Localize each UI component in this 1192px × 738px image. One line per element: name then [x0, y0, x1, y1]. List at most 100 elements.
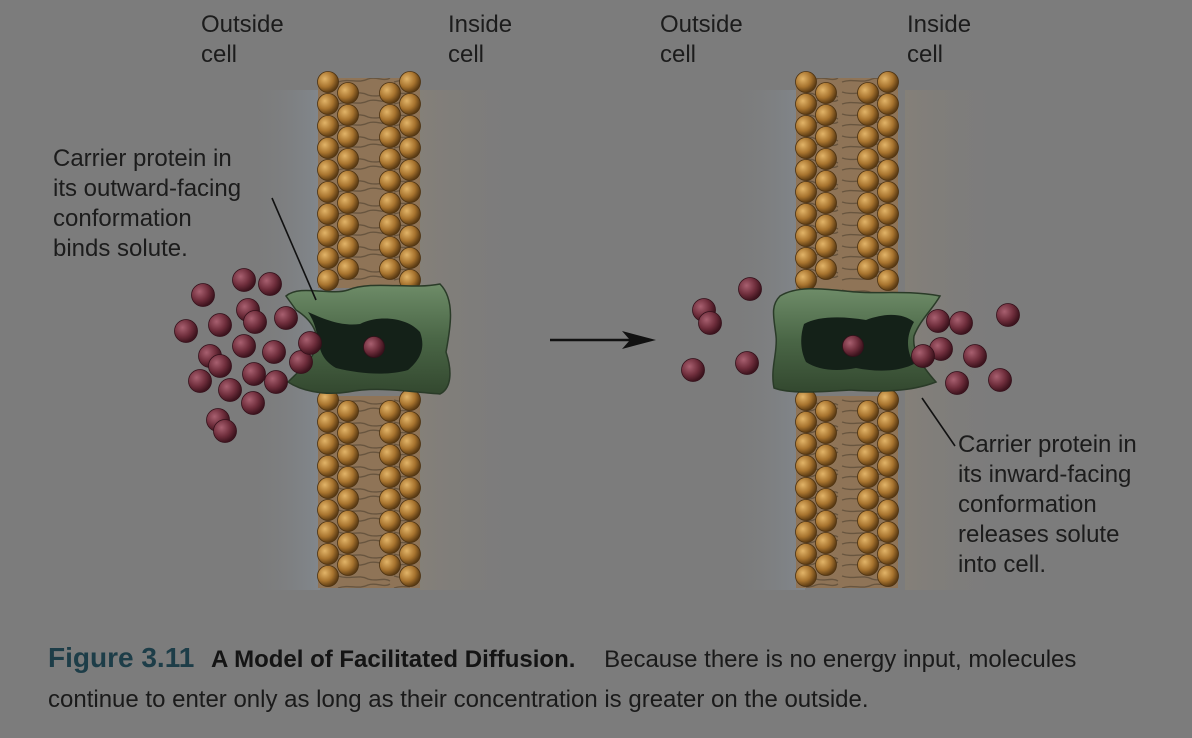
phospholipid-head: [815, 214, 837, 236]
solute-molecule: [274, 306, 298, 330]
phospholipid-head: [877, 203, 899, 225]
phospholipid-head: [795, 247, 817, 269]
phospholipid-head: [379, 488, 401, 510]
phospholipid-head: [317, 225, 339, 247]
figure-number: Figure 3.11: [48, 642, 195, 673]
phospholipid-head: [399, 543, 421, 565]
phospholipid-head: [317, 433, 339, 455]
phospholipid-head: [877, 71, 899, 93]
phospholipid-head: [337, 444, 359, 466]
phospholipid-head: [399, 411, 421, 433]
solute-molecule: [241, 391, 265, 415]
phospholipid-head: [877, 247, 899, 269]
phospholipid-head: [337, 170, 359, 192]
inward-carrier-callout: Carrier protein in its inward-facing con…: [958, 431, 1137, 578]
phospholipid-head: [877, 137, 899, 159]
phospholipid-head: [379, 170, 401, 192]
phospholipid-head: [857, 422, 879, 444]
lipid-bilayer-membrane: [317, 71, 421, 588]
phospholipid-head: [857, 82, 879, 104]
phospholipid-head: [795, 203, 817, 225]
phospholipid-head: [857, 466, 879, 488]
phospholipid-head: [317, 203, 339, 225]
phospholipid-head: [795, 181, 817, 203]
phospholipid-head: [379, 444, 401, 466]
solute-molecule: [232, 268, 256, 292]
solute-molecule: [988, 368, 1012, 392]
phospholipid-head: [877, 269, 899, 291]
solute-molecule: [264, 370, 288, 394]
carrier-protein: [772, 287, 942, 393]
phospholipid-head: [857, 170, 879, 192]
phospholipid-head: [877, 477, 899, 499]
phospholipid-head: [857, 554, 879, 576]
solute-molecule: [735, 351, 759, 375]
phospholipid-head: [379, 148, 401, 170]
phospholipid-head: [379, 236, 401, 258]
phospholipid-head: [795, 411, 817, 433]
phospholipid-head: [399, 225, 421, 247]
phospholipid-head: [399, 137, 421, 159]
solute-molecule: [911, 344, 935, 368]
phospholipid-head: [317, 93, 339, 115]
phospholipid-head: [857, 400, 879, 422]
inside-cell-label: Inside cell: [907, 11, 972, 68]
solute-molecule: [232, 334, 256, 358]
phospholipid-head: [857, 236, 879, 258]
carrier-protein: [284, 283, 452, 395]
phospholipid-head: [795, 521, 817, 543]
phospholipid-head: [857, 148, 879, 170]
phospholipid-head: [857, 126, 879, 148]
phospholipid-head: [857, 510, 879, 532]
solute-molecule: [963, 344, 987, 368]
phospholipid-head: [877, 499, 899, 521]
solute-molecules: [174, 268, 322, 443]
solute-molecule: [218, 378, 242, 402]
phospholipid-head: [317, 137, 339, 159]
phospholipid-head: [379, 82, 401, 104]
figure-title: A Model of Facilitated Diffusion.: [210, 646, 576, 673]
phospholipid-head: [317, 521, 339, 543]
phospholipid-head: [857, 192, 879, 214]
solute-molecule: [262, 340, 286, 364]
phospholipid-head: [317, 477, 339, 499]
outward-carrier-callout: Carrier protein in its outward-facing co…: [53, 145, 242, 262]
phospholipid-head: [317, 159, 339, 181]
phospholipid-head: [399, 203, 421, 225]
phospholipid-head: [379, 400, 401, 422]
phospholipid-head: [379, 422, 401, 444]
phospholipid-head: [399, 159, 421, 181]
phospholipid-head: [815, 170, 837, 192]
callout-leader-line: [921, 397, 956, 447]
phospholipid-head: [379, 214, 401, 236]
phospholipid-head: [317, 115, 339, 137]
phospholipid-head: [877, 389, 899, 411]
phospholipid-head: [877, 115, 899, 137]
phospholipid-head: [877, 521, 899, 543]
phospholipid-head: [815, 126, 837, 148]
solute-molecule: [738, 277, 762, 301]
phospholipid-head: [399, 181, 421, 203]
solute-molecule: [243, 310, 267, 334]
phospholipid-head: [857, 532, 879, 554]
phospholipid-head: [815, 104, 837, 126]
phospholipid-head: [399, 521, 421, 543]
phospholipid-head: [795, 477, 817, 499]
solute-molecule: [174, 319, 198, 343]
phospholipid-head: [815, 444, 837, 466]
phospholipid-head: [815, 466, 837, 488]
outside-cell-label: Outside cell: [660, 11, 743, 68]
phospholipid-head: [815, 148, 837, 170]
inside-cell-label: Inside cell: [448, 11, 513, 68]
phospholipid-head: [379, 466, 401, 488]
phospholipid-head: [795, 225, 817, 247]
phospholipid-head: [337, 532, 359, 554]
solute-molecule: [926, 309, 950, 333]
phospholipid-head: [379, 104, 401, 126]
phospholipid-head: [317, 411, 339, 433]
phospholipid-head: [795, 455, 817, 477]
phospholipid-head: [399, 71, 421, 93]
phospholipid-head: [877, 455, 899, 477]
solute-molecule: [191, 283, 215, 307]
bound-solute-molecule: [363, 336, 385, 358]
